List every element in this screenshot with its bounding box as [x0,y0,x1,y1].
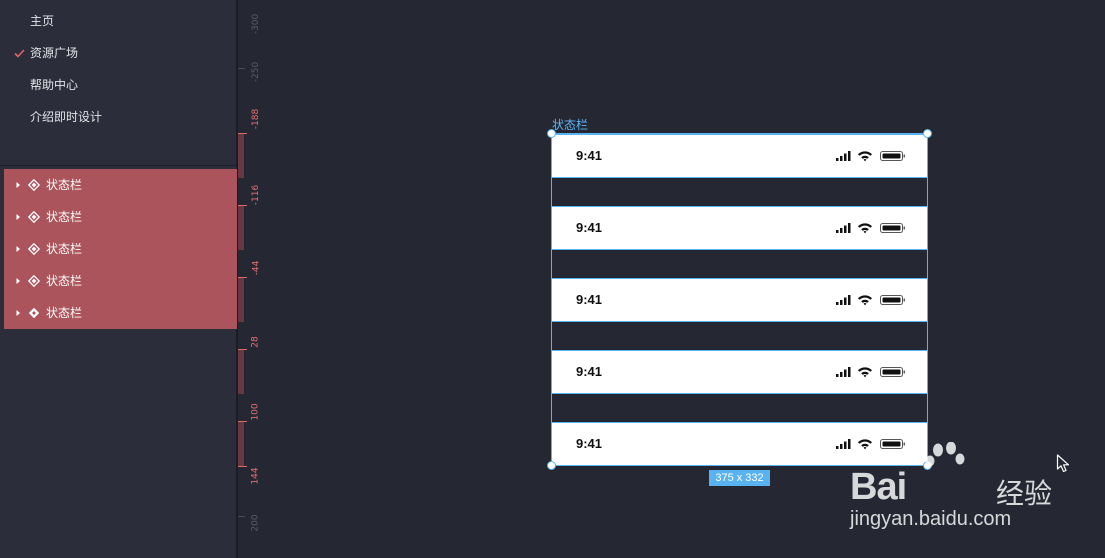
ruler-label: 100 [251,403,261,421]
layer-item[interactable]: 状态栏 [4,265,237,297]
ruler-selection-band [238,133,244,178]
main-menu: 主页 资源广场 帮助中心 介绍即时设计 [0,0,237,164]
layer-label: 状态栏 [46,242,83,256]
status-icons [836,439,905,450]
layer-item[interactable]: 状态栏 [4,297,237,329]
size-badge: 375 x 332 [709,470,770,486]
watermark-url: jingyan.baidu.com [850,508,1012,530]
status-bar[interactable]: 9:41 [552,278,927,322]
component-icon [28,243,40,255]
ruler-selection-band [238,349,244,394]
status-bar[interactable]: 9:41 [552,134,927,178]
battery-icon [880,151,905,161]
ruler-selection-band [238,277,244,322]
wifi-icon [858,295,872,306]
ruler-tick [238,133,247,134]
resize-handle-top-left[interactable] [547,129,556,138]
component-icon [28,179,40,191]
layer-label: 状态栏 [46,178,83,192]
status-icons [836,151,905,162]
caret-right-icon[interactable] [14,245,22,253]
resize-handle-top-right[interactable] [923,129,932,138]
mouse-cursor-icon [1056,454,1070,473]
signal-icon [836,295,851,305]
layer-item[interactable]: 状态栏 [4,169,237,201]
wifi-icon [858,439,872,450]
battery-icon [880,223,905,233]
component-master-icon [28,307,40,319]
ruler-border [237,0,238,558]
ruler-tick [238,466,247,467]
ruler-label: -300 [251,13,261,35]
status-time: 9:41 [576,148,603,163]
watermark-brand-suffix: 经验 [996,477,1053,510]
ruler-label: -116 [251,184,261,206]
battery-icon [880,367,905,377]
ruler-tick [238,349,247,350]
layer-label: 状态栏 [46,306,83,320]
caret-right-icon[interactable] [14,213,22,221]
status-icons [836,367,905,378]
status-bar[interactable]: 9:41 [552,422,927,466]
component-icon [28,211,40,223]
wifi-icon [858,367,872,378]
component-icon [28,275,40,287]
caret-right-icon[interactable] [14,309,22,317]
ruler-label: 28 [250,336,261,348]
menu-item-about[interactable]: 介绍即时设计 [0,101,237,133]
ruler-label: -44 [250,260,261,276]
menu-item-label: 介绍即时设计 [30,110,103,124]
ruler-label: 144 [251,467,261,485]
checkmark-icon [12,37,26,69]
menu-item-label: 主页 [30,14,55,28]
menu-item-help-center[interactable]: 帮助中心 [0,69,237,101]
layer-label: 状态栏 [46,274,83,288]
ruler-label: 200 [251,514,261,532]
status-time: 9:41 [576,292,603,307]
ruler-tick [238,421,247,422]
layer-item[interactable]: 状态栏 [4,201,237,233]
layer-label: 状态栏 [46,210,83,224]
baidu-jingyan-watermark: Bai 经验 jingyan.baidu.com [846,442,1056,542]
left-panel: 主页 资源广场 帮助中心 介绍即时设计 状态栏 状态栏 状 [0,0,237,558]
signal-icon [836,151,851,161]
status-bar[interactable]: 9:41 [552,206,927,250]
menu-item-home[interactable]: 主页 [0,5,237,37]
status-time: 9:41 [576,364,603,379]
selected-frame[interactable]: 9:41 9:41 9:41 9:41 9:41 [551,133,928,466]
resize-handle-bottom-left[interactable] [547,461,556,470]
wifi-icon [858,151,872,162]
ruler-selection-band [238,421,244,466]
status-time: 9:41 [576,220,603,235]
layer-item[interactable]: 状态栏 [4,233,237,265]
artboard-label[interactable]: 状态栏 [552,118,589,132]
layer-list: 状态栏 状态栏 状态栏 状态栏 状态栏 [4,169,237,329]
caret-right-icon[interactable] [14,181,22,189]
ruler-tick [238,68,245,69]
status-icons [836,295,905,306]
ruler-tick [238,516,245,517]
status-bar[interactable]: 9:41 [552,350,927,394]
ruler-tick [238,205,247,206]
ruler-selection-band [238,205,244,250]
signal-icon [836,367,851,377]
menu-item-resource-square[interactable]: 资源广场 [0,37,237,69]
ruler-label: -250 [251,61,261,83]
ruler-label: -188 [251,108,261,130]
menu-item-label: 帮助中心 [30,78,79,92]
watermark-brand: Bai [850,466,907,508]
menu-item-label: 资源广场 [30,46,79,60]
wifi-icon [858,223,872,234]
caret-right-icon[interactable] [14,277,22,285]
battery-icon [880,295,905,305]
status-time: 9:41 [576,436,603,451]
signal-icon [836,439,851,449]
status-icons [836,223,905,234]
battery-icon [880,439,905,449]
ruler-tick [238,277,247,278]
paw-logo-icon [925,442,965,467]
menu-divider [0,165,237,166]
signal-icon [836,223,851,233]
